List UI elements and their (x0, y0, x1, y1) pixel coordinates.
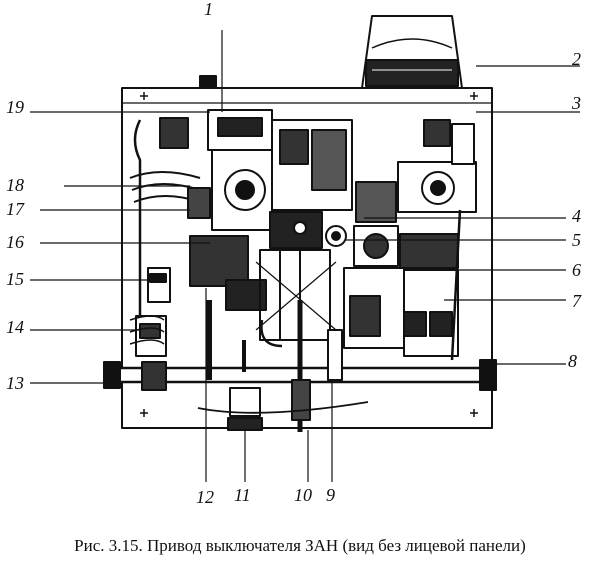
callout-13: 13 (6, 373, 24, 393)
callout-11: 11 (234, 485, 251, 505)
callout-16: 16 (6, 232, 24, 252)
callout-7: 7 (572, 291, 581, 311)
figure-caption: Рис. 3.15. Привод выключателя ЗАН (вид б… (74, 536, 526, 555)
callout-19: 19 (6, 97, 24, 117)
callout-15: 15 (6, 269, 24, 289)
callout-5: 5 (572, 230, 581, 250)
callout-2: 2 (572, 49, 581, 69)
callout-14: 14 (6, 317, 24, 337)
callout-6: 6 (572, 260, 581, 280)
housing-frame (121, 87, 493, 429)
callout-3: 3 (572, 93, 581, 113)
callout-12: 12 (196, 487, 214, 507)
callout-9: 9 (326, 485, 335, 505)
callout-18: 18 (6, 175, 24, 195)
callout-8: 8 (568, 351, 577, 371)
callout-4: 4 (572, 206, 581, 226)
callout-17: 17 (6, 199, 24, 219)
callout-10: 10 (294, 485, 312, 505)
callout-1: 1 (204, 0, 213, 19)
mechanism-drawing (30, 15, 580, 482)
